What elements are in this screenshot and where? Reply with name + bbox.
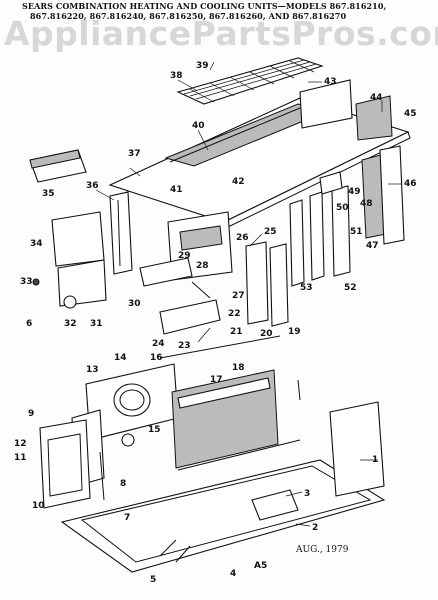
callout-42: 42 bbox=[232, 177, 245, 187]
side-frame-pieces[interactable] bbox=[289, 171, 351, 287]
callout-8-lower: 8 bbox=[120, 479, 126, 489]
callout-50: 50 bbox=[336, 203, 349, 213]
callout-10: 10 bbox=[32, 501, 45, 511]
callout-1: 1 bbox=[372, 455, 378, 465]
callout-18: 18 bbox=[232, 363, 245, 373]
callout-4: 4 bbox=[230, 569, 236, 579]
callout-36: 36 bbox=[86, 181, 99, 191]
callout-13: 13 bbox=[86, 365, 99, 375]
bracket-rail[interactable] bbox=[297, 379, 301, 401]
callout-47: 47 bbox=[366, 241, 379, 251]
callout-19: 19 bbox=[288, 327, 301, 337]
callout-34: 34 bbox=[30, 239, 43, 249]
left-rail[interactable] bbox=[99, 451, 105, 501]
callout-40: 40 bbox=[192, 121, 205, 131]
callout-11: 11 bbox=[14, 453, 27, 463]
callout-22: 22 bbox=[228, 309, 241, 319]
electrical-box[interactable] bbox=[39, 419, 135, 509]
callout-9: 9 bbox=[28, 409, 34, 419]
callout-16: 16 bbox=[150, 353, 163, 363]
callout-7: 7 bbox=[124, 513, 130, 523]
callout-26: 26 bbox=[236, 233, 249, 243]
callout-21: 21 bbox=[230, 327, 243, 337]
callout-35: 35 bbox=[42, 189, 55, 199]
top-cover-panel[interactable] bbox=[108, 97, 411, 229]
callout-48: 48 bbox=[360, 199, 373, 209]
lower-rail[interactable] bbox=[177, 439, 301, 471]
callout-29: 29 bbox=[178, 251, 191, 261]
diagram-title-line-2: 867.816220, 867.816240, 867.816250, 867.… bbox=[30, 11, 347, 21]
filter-grid[interactable] bbox=[176, 57, 324, 105]
diagram-code: A5 bbox=[254, 561, 267, 571]
air-filter[interactable] bbox=[29, 149, 87, 183]
callout-5: 5 bbox=[150, 575, 156, 585]
callout-17: 17 bbox=[210, 375, 223, 385]
callout-53: 53 bbox=[300, 283, 313, 293]
callout-31: 31 bbox=[90, 319, 103, 329]
callout-24: 24 bbox=[152, 339, 165, 349]
watermark: AppliancePartsPros.com bbox=[4, 14, 438, 53]
callout-33: 33 bbox=[20, 277, 33, 287]
callout-30: 30 bbox=[128, 299, 141, 309]
diagram-title-line-1: SEARS COMBINATION HEATING AND COOLING UN… bbox=[22, 1, 387, 11]
callout-numbers: 1 2 3 4 5 6 7 8 9 10 11 12 13 14 15 16 1… bbox=[14, 61, 417, 585]
callout-41: 41 bbox=[170, 185, 183, 195]
leader-lines bbox=[95, 61, 402, 527]
evaporator-coil-panel[interactable] bbox=[171, 369, 279, 469]
callout-2: 2 bbox=[312, 523, 318, 533]
base-pan[interactable] bbox=[60, 401, 386, 573]
callout-23: 23 bbox=[178, 341, 191, 351]
callout-32: 32 bbox=[64, 319, 77, 329]
callout-15: 15 bbox=[148, 425, 161, 435]
callout-12: 12 bbox=[14, 439, 27, 449]
callout-14: 14 bbox=[114, 353, 127, 363]
callout-43: 43 bbox=[324, 77, 337, 87]
callout-49: 49 bbox=[348, 187, 361, 197]
callout-38: 38 bbox=[170, 71, 183, 81]
control-panel-parts[interactable] bbox=[32, 211, 107, 309]
callout-25: 25 bbox=[264, 227, 277, 237]
support-rail[interactable] bbox=[159, 335, 281, 359]
callout-44: 44 bbox=[370, 93, 383, 103]
callout-20: 20 bbox=[260, 329, 273, 339]
callout-51: 51 bbox=[350, 227, 363, 237]
callout-28: 28 bbox=[196, 261, 209, 271]
callout-46: 46 bbox=[404, 179, 417, 189]
side-bracket[interactable] bbox=[109, 191, 133, 275]
callout-52: 52 bbox=[344, 283, 357, 293]
control-box-assembly[interactable] bbox=[139, 211, 289, 335]
callout-39: 39 bbox=[196, 61, 209, 71]
callout-27: 27 bbox=[232, 291, 245, 301]
diagram-date: AUG., 1979 bbox=[295, 545, 349, 555]
rear-panels[interactable] bbox=[299, 79, 405, 245]
callout-37: 37 bbox=[128, 149, 141, 159]
callout-45: 45 bbox=[404, 109, 417, 119]
callout-6-upper: 6 bbox=[26, 319, 32, 329]
callout-3: 3 bbox=[304, 489, 310, 499]
